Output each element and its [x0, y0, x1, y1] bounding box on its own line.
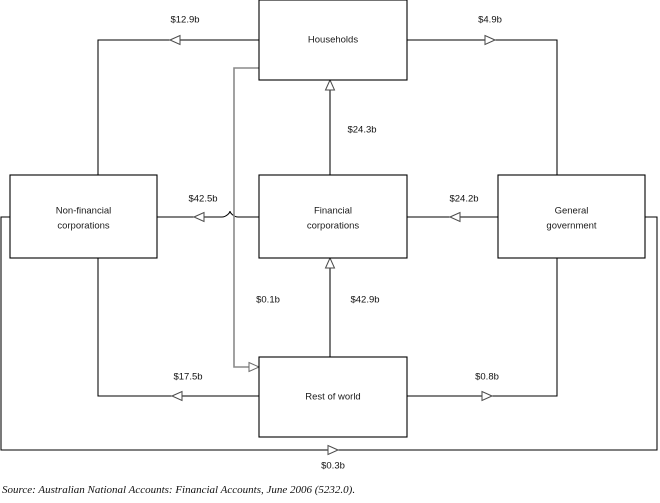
- flow-label-24-2b: $24.2b: [449, 194, 478, 205]
- node-general-government-label-line2: government: [546, 221, 597, 232]
- flow-label-24-3b: $24.3b: [347, 125, 376, 136]
- node-rest-of-world[interactable]: Rest of world: [258, 356, 408, 438]
- node-general-government-box: [497, 174, 646, 259]
- flow-label-0-8b: $0.8b: [475, 372, 499, 383]
- arrow-head-gov-to-fc: [448, 211, 461, 223]
- node-general-government-label-line1: General: [555, 206, 589, 217]
- flow-label-42-9b: $42.9b: [350, 295, 379, 306]
- node-rest-of-world-label: Rest of world: [305, 392, 360, 403]
- node-rest-of-world-box: [258, 356, 408, 438]
- arrow-head-fc-to-nfc: [192, 211, 205, 223]
- node-financial-corporations-box: [258, 174, 408, 259]
- arrow-head-nfc-to-gov: [327, 444, 340, 456]
- flow-line-row-to-nfc: [97, 258, 259, 397]
- flow-label-0-3b: $0.3b: [321, 461, 345, 472]
- node-non-financial-corporations[interactable]: Non-financial corporations: [9, 174, 158, 259]
- node-general-government[interactable]: General government: [497, 174, 646, 259]
- node-non-financial-corporations-label-line2: corporations: [57, 221, 110, 232]
- arrow-head-hh-to-gov: [484, 34, 497, 46]
- arrow-head-row-to-nfc: [170, 390, 183, 402]
- node-households-label: Households: [308, 35, 358, 46]
- arrow-head-hh-to-nfc: [168, 34, 181, 46]
- flow-label-4-9b: $4.9b: [478, 15, 502, 26]
- node-financial-corporations-label-line1: Financial: [314, 206, 352, 217]
- flow-line-hh-to-nfc: [97, 39, 259, 175]
- flow-line-fc-to-nfc: [157, 210, 259, 218]
- arrow-head-row-to-fc: [324, 256, 336, 269]
- arrow-head-hh-to-row: [248, 361, 261, 373]
- node-households[interactable]: Households: [258, 0, 408, 81]
- flow-line-hh-to-gov: [407, 39, 558, 175]
- flow-label-42-5b: $42.5b: [188, 194, 217, 205]
- flow-line-hh-to-row: [233, 67, 259, 368]
- flow-label-0-1b: $0.1b: [256, 295, 280, 306]
- arrow-head-fc-to-hh: [324, 78, 336, 91]
- node-non-financial-corporations-label-line1: Non-financial: [56, 206, 111, 217]
- arrow-head-row-to-gov: [481, 390, 494, 402]
- source-note: Source: Australian National Accounts: Fi…: [2, 484, 356, 496]
- node-households-box: [258, 0, 408, 81]
- node-financial-corporations[interactable]: Financial corporations: [258, 174, 408, 259]
- flow-label-17-5b: $17.5b: [173, 372, 202, 383]
- flow-line-row-to-gov: [407, 258, 558, 397]
- node-financial-corporations-label-line2: corporations: [307, 221, 360, 232]
- flow-label-12-9b: $12.9b: [170, 15, 199, 26]
- node-non-financial-corporations-box: [9, 174, 158, 259]
